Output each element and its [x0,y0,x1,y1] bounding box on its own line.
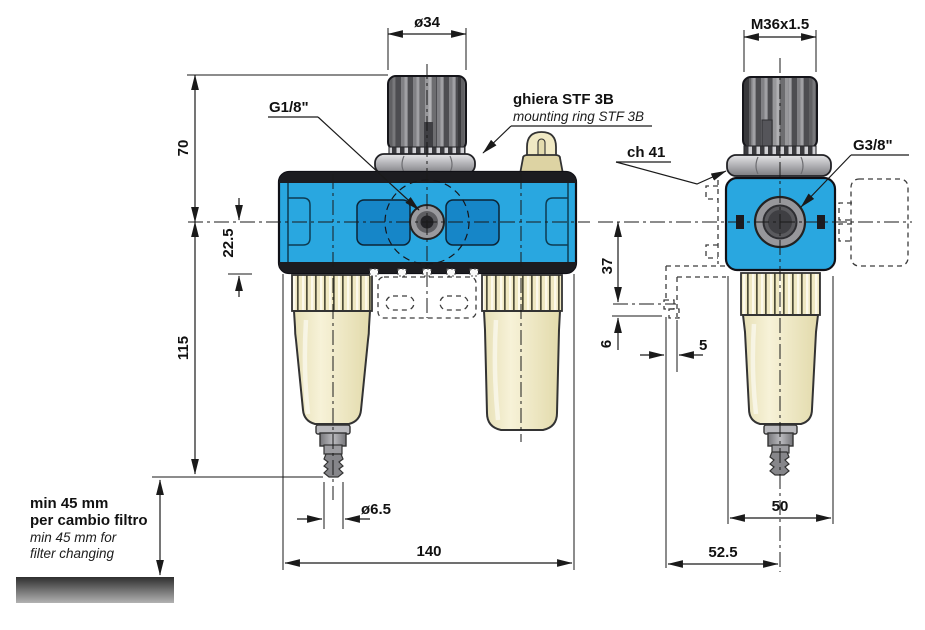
dimensions-left-view: ø34 70 115 22.5 min 45 mm per cambio fil… [16,14,652,603]
lubricator-fill-cap [518,131,565,175]
mounting-ring-left [374,153,476,175]
dim-height-top: 70 [175,140,192,157]
dim-port-offset: 22.5 [220,228,237,257]
clearance-note-line1: min 45 mm [30,495,108,512]
filter-bowl [291,274,373,478]
dim-drain-diameter: ø6.5 [361,501,391,518]
dim-bracket-v-offset: 37 [599,258,616,275]
dim-total-width: 140 [416,543,441,560]
clearance-note-line4: filter changing [30,546,115,561]
dim-body-width: 50 [772,498,789,515]
dim-height-body: 115 [175,336,192,360]
wrench-size-label: ch 41 [627,144,665,161]
port-label-g18: G1/8" [269,99,309,116]
bracket-outline-left-view [369,268,479,319]
clearance-note-line2: per cambio filtro [30,512,148,529]
dim-knob-diameter: ø34 [414,14,441,31]
dim-bracket-thickness: 6 [598,340,615,348]
dimensions-right-view: M36x1.5 ch 41 G3/8" 37 6 5 50 52.5 [598,16,909,568]
dim-center-offset: 52.5 [708,544,737,561]
dim-thread: M36x1.5 [751,16,809,33]
bracket-outline-right-view [663,180,726,319]
dim-bracket-h-offset: 5 [699,337,707,354]
ground-symbol [16,577,174,603]
ring-label-italian: ghiera STF 3B [513,91,614,108]
ring-label-english: mounting ring STF 3B [513,109,644,124]
clearance-note-line3: min 45 mm for [30,530,117,545]
lubricator-bowl [481,274,563,431]
left-view [277,75,578,478]
port-label-g38: G3/8" [853,137,893,154]
centerlines [188,58,912,572]
filter-bowl-right [740,272,821,476]
mounting-ring-right [726,154,832,177]
body-panel-right [445,199,500,246]
